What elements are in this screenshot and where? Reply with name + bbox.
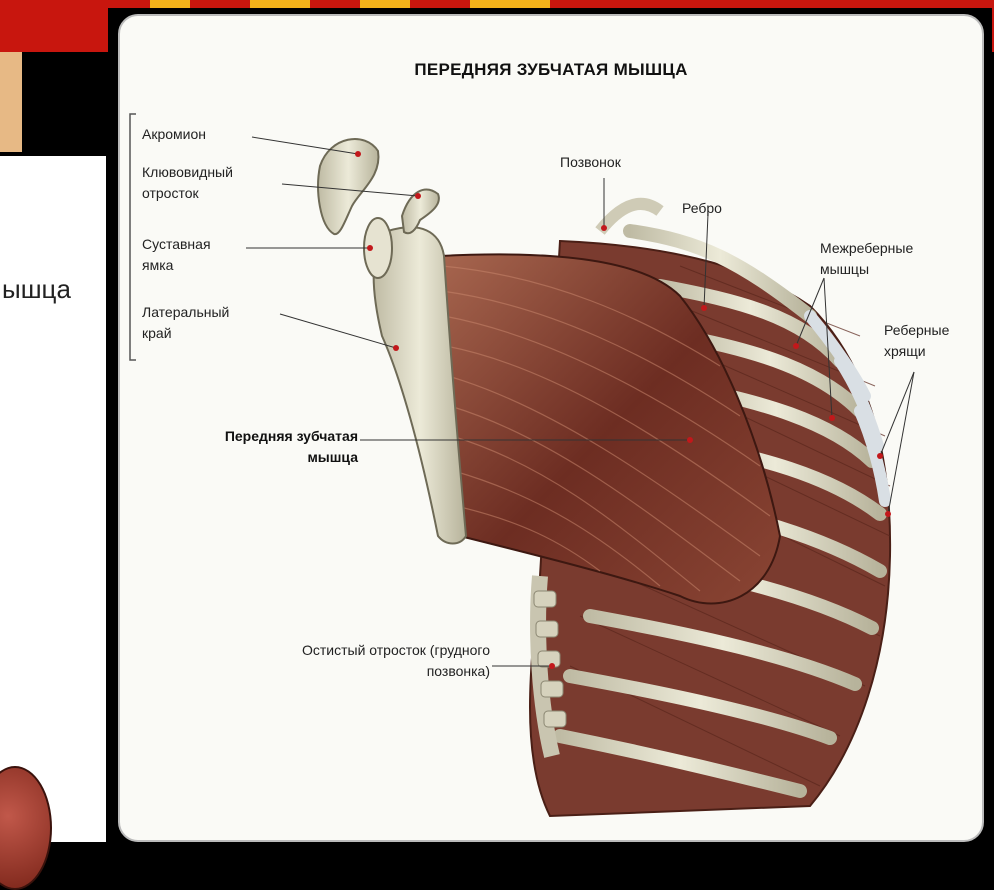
label-cartilage: Реберные хрящи: [884, 320, 949, 362]
label-spinous-line1: Остистый отросток (грудного: [180, 640, 490, 661]
background-illustration: [0, 766, 52, 890]
acromion-bone: [318, 139, 378, 234]
diagram-card: ПЕРЕДНЯЯ ЗУБЧАТАЯ МЫШЦА: [108, 8, 992, 846]
label-glenoid-line1: Суставная: [142, 234, 211, 255]
label-lateral-border-line1: Латеральный: [142, 302, 229, 323]
label-serratus-line1: Передняя зубчатая: [142, 426, 358, 447]
label-spinous: Остистый отросток (грудного позвонка): [180, 640, 490, 682]
background-card: ышца: [0, 152, 110, 846]
label-lateral-border-line2: край: [142, 323, 229, 344]
label-intercostal-line2: мышцы: [820, 259, 913, 280]
label-spinous-line2: позвонка): [180, 661, 490, 682]
label-coracoid-line1: Клювовидный: [142, 162, 233, 183]
label-intercostal-line1: Межреберные: [820, 238, 913, 259]
label-intercostal: Межреберные мышцы: [820, 238, 913, 280]
label-glenoid: Суставная ямка: [142, 234, 211, 276]
label-vertebra: Позвонок: [560, 152, 621, 173]
label-cartilage-line2: хрящи: [884, 341, 949, 362]
background-card-text: ышца: [2, 274, 71, 305]
label-glenoid-line2: ямка: [142, 255, 211, 276]
label-serratus-line2: мышца: [142, 447, 358, 468]
label-cartilage-line1: Реберные: [884, 320, 949, 341]
label-coracoid-line2: отросток: [142, 183, 233, 204]
diagram-panel: ПЕРЕДНЯЯ ЗУБЧАТАЯ МЫШЦА: [118, 14, 984, 842]
label-coracoid: Клювовидный отросток: [142, 162, 233, 204]
slide-side-strip: [0, 52, 22, 162]
label-serratus: Передняя зубчатая мышца: [142, 426, 358, 468]
label-rib: Ребро: [682, 198, 722, 219]
label-lateral-border: Латеральный край: [142, 302, 229, 344]
label-acromion: Акромион: [142, 124, 206, 145]
label-bracket: [130, 114, 136, 360]
